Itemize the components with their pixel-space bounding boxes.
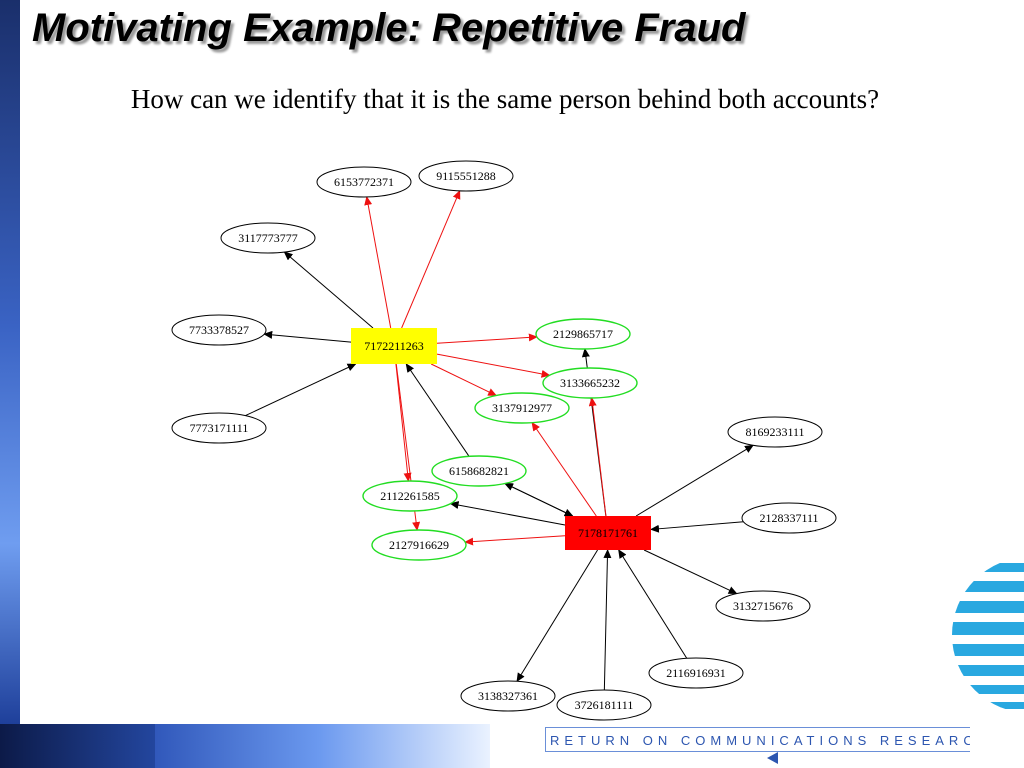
shared-node-ellipse xyxy=(474,392,570,424)
edge-3726181111-7178171761 xyxy=(603,549,612,691)
edge-7178171761-2127916629 xyxy=(464,535,566,546)
graph-node: 2129865717 xyxy=(535,318,631,350)
graph-node: 3726181111 xyxy=(556,689,652,721)
edge-7172211263-3117773777 xyxy=(283,251,374,329)
node-label: 6153772371 xyxy=(334,175,394,189)
node-label: 2129865717 xyxy=(553,327,613,341)
graph-node: 6158682821 xyxy=(431,455,527,487)
hub-node-box-red xyxy=(565,516,651,550)
node-label: 6158682821 xyxy=(449,464,509,478)
node-label: 9115551288 xyxy=(436,169,496,183)
graph-node: 6153772371 xyxy=(316,166,412,198)
bottom-accent-bar-dark xyxy=(0,724,155,768)
node-ellipse xyxy=(741,502,837,534)
edge-7172211263-7733378527 xyxy=(263,330,352,343)
edge-7178171761-3138327361 xyxy=(516,549,598,683)
graph-node: 2116916931 xyxy=(648,657,744,689)
shared-node-ellipse xyxy=(542,367,638,399)
shared-node-ellipse xyxy=(362,480,458,512)
node-ellipse xyxy=(556,689,652,721)
edge-7178171761-3137912977 xyxy=(531,421,597,517)
edge-6158682821-7178171761 xyxy=(504,483,574,517)
graph-node: 2127916629 xyxy=(371,529,467,561)
node-layer: 7172211263 7178171761 6153772371 9115551288… xyxy=(171,160,837,721)
graph-node: 2128337111 xyxy=(741,502,837,534)
edge-7172211263-9115551288 xyxy=(401,189,461,329)
node-label: 3137912977 xyxy=(492,401,552,415)
node-ellipse xyxy=(171,314,267,346)
hub-node-box-yellow xyxy=(351,328,437,364)
node-label: 2128337111 xyxy=(759,511,818,525)
graph-node: 3138327361 xyxy=(460,680,556,712)
node-ellipse xyxy=(316,166,412,198)
node-label: 3133665232 xyxy=(560,376,620,390)
node-ellipse xyxy=(648,657,744,689)
edge-6158682821-7172211263 xyxy=(405,363,470,457)
edge-layer xyxy=(245,189,754,691)
node-label: 2127916629 xyxy=(389,538,449,552)
graph-node: 9115551288 xyxy=(418,160,514,192)
graph-node: 7733378527 xyxy=(171,314,267,346)
left-accent-bar xyxy=(0,0,20,725)
edge-7178171761-8169233111 xyxy=(635,444,754,517)
node-label: 3117773777 xyxy=(238,231,298,245)
graph-node: 3132715676 xyxy=(715,590,811,622)
edge-7172211263-3133665232 xyxy=(436,353,551,378)
edge-7172211263-2112261585 xyxy=(395,363,412,483)
graph-node: 8169233111 xyxy=(727,416,823,448)
hub-node: 7172211263 xyxy=(351,328,437,364)
hub-node: 7178171761 xyxy=(565,516,651,550)
node-ellipse xyxy=(727,416,823,448)
slide-question: How can we identify that it is the same … xyxy=(130,84,880,114)
shared-node-ellipse xyxy=(535,318,631,350)
node-label: 3726181111 xyxy=(575,698,634,712)
node-label: 7172211263 xyxy=(364,339,424,353)
node-label: 8169233111 xyxy=(745,425,804,439)
node-label: 7733378527 xyxy=(189,323,249,337)
node-ellipse xyxy=(460,680,556,712)
node-ellipse xyxy=(418,160,514,192)
node-label: 7178171761 xyxy=(578,526,638,540)
node-label: 3132715676 xyxy=(733,599,793,613)
graph-node: 3137912977 xyxy=(474,392,570,424)
footer-tagline: RETURN ON COMMUNICATIONS RESEARCH xyxy=(545,727,970,752)
edge-7178171761-2112261585 xyxy=(449,501,566,526)
edge-7172211263-2129865717 xyxy=(436,333,538,344)
slide-title: Motivating Example: Repetitive Fraud xyxy=(32,6,746,50)
edge-7773171111-7172211263 xyxy=(245,363,357,417)
footer-arrow-icon xyxy=(767,752,778,764)
node-label: 7773171111 xyxy=(190,421,249,435)
graph-node: 3133665232 xyxy=(542,367,638,399)
edge-7172211263-6153772371 xyxy=(364,195,392,329)
node-ellipse xyxy=(715,590,811,622)
shared-node-ellipse xyxy=(371,529,467,561)
node-label: 2116916931 xyxy=(666,666,726,680)
edge-2116916931-7178171761 xyxy=(618,549,688,659)
edge-2128337111-7178171761 xyxy=(650,521,744,533)
edge-7172211263-3137912977 xyxy=(430,363,498,396)
globe-logo-icon xyxy=(952,557,1024,713)
shared-node-ellipse xyxy=(431,455,527,487)
graph-node: 7773171111 xyxy=(171,412,267,444)
node-ellipse xyxy=(220,222,316,254)
node-label: 2112261585 xyxy=(380,489,440,503)
edge-7178171761-3133665232 xyxy=(588,396,607,517)
node-ellipse xyxy=(171,412,267,444)
graph-node: 2112261585 xyxy=(362,480,458,512)
graph-node: 3117773777 xyxy=(220,222,316,254)
node-label: 3138327361 xyxy=(478,689,538,703)
edge-7178171761-3132715676 xyxy=(643,549,738,595)
